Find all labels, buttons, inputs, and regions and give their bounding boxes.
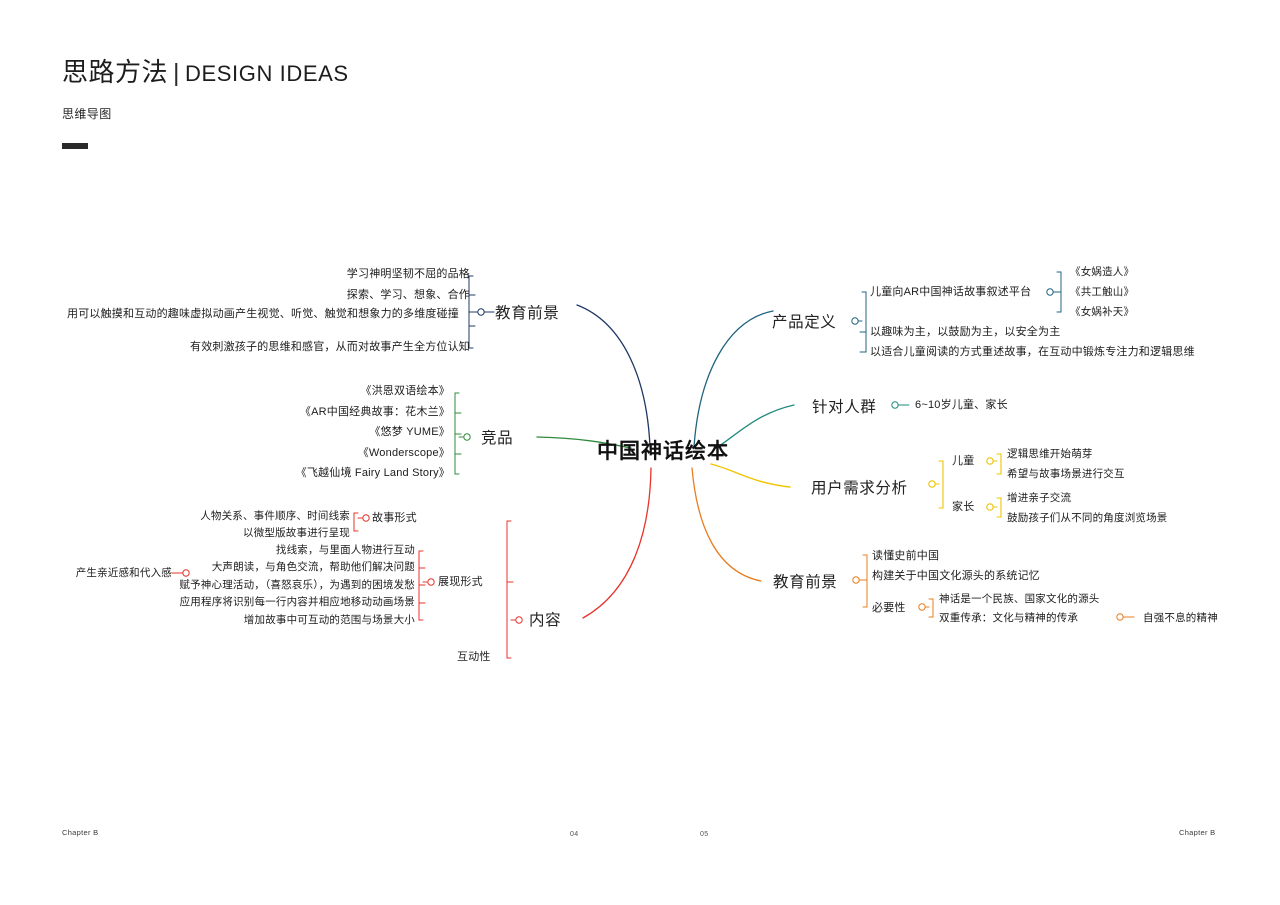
footer-page-right: 05 <box>700 831 709 838</box>
user-needs-group-children[interactable]: 儿童 <box>952 455 975 467</box>
myth-story-3[interactable]: 《女娲补天》 <box>1070 306 1135 318</box>
presentation-sub-3[interactable]: 赋予神心理活动，（喜怒哀乐），为遇到的困境发愁 <box>179 579 415 591</box>
trunk-education-left <box>576 304 651 448</box>
node-marker-target-audience <box>891 401 899 409</box>
node-marker-education-left <box>477 308 485 316</box>
title-rule-divider <box>62 143 88 149</box>
education-left-child-1[interactable]: 学习神明坚韧不屈的品格 <box>346 268 470 280</box>
education-right-child-1[interactable]: 读懂史前中国 <box>872 550 940 562</box>
presentation-sub-2-leaf[interactable]: 产生亲近感和代入感 <box>75 567 172 579</box>
node-marker-education-right <box>852 576 860 584</box>
node-marker-children-needs <box>986 457 994 465</box>
competitor-child-4[interactable]: 《Wonderscope》 <box>357 447 450 459</box>
node-marker-presentation-form <box>427 578 435 586</box>
user-needs-group-parents[interactable]: 家长 <box>952 501 975 513</box>
necessity-sub-2[interactable]: 双重传承：文化与精神的传承 <box>939 612 1079 624</box>
node-marker-parent-needs <box>986 503 994 511</box>
content-child-story-form[interactable]: 故事形式 <box>372 512 417 524</box>
branch-label-user-needs[interactable]: 用户需求分析 <box>811 480 908 497</box>
story-form-sub-2[interactable]: 以微型版故事进行呈现 <box>243 527 350 539</box>
content-child-presentation-form[interactable]: 展现形式 <box>438 576 483 588</box>
target-audience-child-1[interactable]: 6~10岁儿童、家长 <box>915 399 1008 411</box>
education-left-child-2[interactable]: 探索、学习、想象、合作 <box>346 289 470 301</box>
page-title-separator: | <box>173 59 181 87</box>
page-header: 思路方法|DESIGN IDEAS 思维导图 <box>62 52 349 149</box>
node-marker-content <box>515 616 523 624</box>
presentation-sub-5[interactable]: 增加故事中可互动的范围与场景大小 <box>243 614 415 626</box>
branch-label-education-left[interactable]: 教育前景 <box>495 305 560 322</box>
product-definition-child-3[interactable]: 以适合儿童阅读的方式重述故事，在互动中锻炼专注力和逻辑思维 <box>870 346 1195 358</box>
education-right-child-2[interactable]: 构建关于中国文化源头的系统记忆 <box>872 570 1040 582</box>
presentation-sub-4[interactable]: 应用程序将识别每一行内容并相应地移动动画场景 <box>179 596 415 608</box>
competitor-child-3[interactable]: 《悠梦 YUME》 <box>369 426 450 438</box>
necessity-sub-1[interactable]: 神话是一个民族、国家文化的源头 <box>939 593 1100 605</box>
footer-left-label: Chapter B <box>62 828 99 837</box>
node-marker-selfreliance-leaf <box>1116 613 1124 621</box>
presentation-sub-2[interactable]: 大声朗读，与角色交流，帮助他们解决问题 <box>211 561 415 573</box>
competitor-child-2[interactable]: 《AR中国经典故事：花木兰》 <box>299 406 450 418</box>
product-definition-child-2[interactable]: 以趣味为主，以鼓励为主，以安全为主 <box>870 326 1061 338</box>
footer-page-left: 04 <box>570 831 579 838</box>
myth-story-1[interactable]: 《女娲造人》 <box>1070 266 1135 278</box>
trunk-content <box>582 467 652 619</box>
children-need-1[interactable]: 逻辑思维开始萌芽 <box>1007 448 1093 460</box>
competitor-child-5[interactable]: 《飞越仙境 Fairy Land Story》 <box>295 467 450 479</box>
myth-story-2[interactable]: 《共工触山》 <box>1070 286 1135 298</box>
trunk-product-definition <box>693 310 774 448</box>
node-marker-competitor <box>463 433 471 441</box>
mindmap-center-node[interactable]: 中国神话绘本 <box>597 440 729 463</box>
node-marker-myth-stories <box>1046 288 1054 296</box>
branch-label-product-definition[interactable]: 产品定义 <box>772 314 837 331</box>
node-marker-product-definition <box>851 317 859 325</box>
page-title-en: DESIGN IDEAS <box>185 61 349 86</box>
trunk-education-right <box>691 467 762 582</box>
presentation-sub-1[interactable]: 找线索，与里面人物进行互动 <box>275 544 415 556</box>
footer-right-label: Chapter B <box>1179 828 1216 837</box>
product-definition-child-1[interactable]: 儿童向AR中国神话故事叙述平台 <box>870 286 1032 298</box>
education-left-child-3[interactable]: 用可以触摸和互动的趣味虚拟动画产生视觉、听觉、触觉和想象力的多维度碰撞 <box>67 308 459 320</box>
necessity-sub-2-leaf[interactable]: 自强不息的精神 <box>1143 612 1218 624</box>
parent-need-2[interactable]: 鼓励孩子们从不同的角度浏览场景 <box>1007 512 1168 524</box>
competitor-child-1[interactable]: 《洪恩双语绘本》 <box>360 385 450 397</box>
node-marker-necessity <box>918 603 926 611</box>
trunk-user-needs <box>710 463 791 488</box>
page-title: 思路方法|DESIGN IDEAS <box>62 52 349 89</box>
education-left-child-4[interactable]: 有效刺激孩子的思维和感官，从而对故事产生全方位认知 <box>190 341 470 353</box>
branch-label-target-audience[interactable]: 针对人群 <box>812 399 877 416</box>
page-title-cn: 思路方法 <box>62 57 169 87</box>
branch-label-competitor[interactable]: 竞品 <box>481 430 514 447</box>
node-marker-story-form <box>362 514 370 522</box>
children-need-2[interactable]: 希望与故事场景进行交互 <box>1007 468 1125 480</box>
education-right-child-necessity[interactable]: 必要性 <box>872 602 906 614</box>
page-subtitle: 思维导图 <box>62 107 112 121</box>
node-marker-user-needs <box>928 480 936 488</box>
content-child-interactivity[interactable]: 互动性 <box>457 651 491 663</box>
story-form-sub-1[interactable]: 人物关系、事件顺序、时间线索 <box>200 510 350 522</box>
branch-label-education-right[interactable]: 教育前景 <box>773 574 838 591</box>
parent-need-1[interactable]: 增进亲子交流 <box>1007 492 1072 504</box>
branch-label-content[interactable]: 内容 <box>529 612 562 629</box>
